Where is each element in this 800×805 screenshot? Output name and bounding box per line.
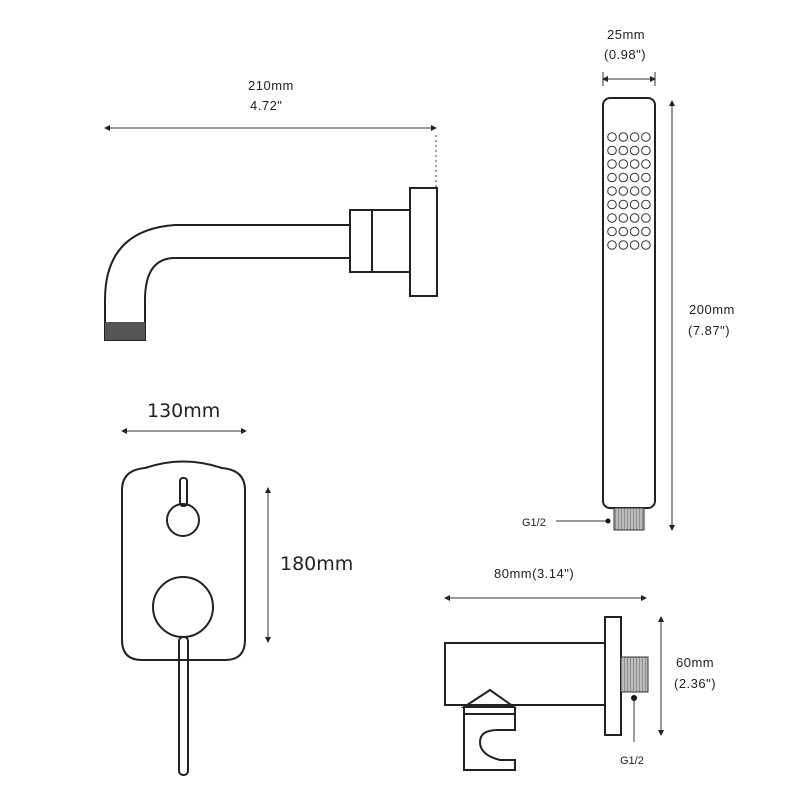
hand-shower-length-mm: 200mm	[689, 302, 735, 317]
wall-outlet-holder-drawing: 80mm(3.14") 60mm (2.36") G1/2	[444, 566, 716, 771]
spray-nozzle	[629, 145, 640, 156]
spout-wall-plate	[409, 187, 438, 297]
spray-nozzle	[607, 172, 617, 183]
spray-nozzle	[607, 226, 617, 237]
hand-shower-width-in: (0.98")	[604, 47, 646, 62]
mixer-valve-drawing: 130mm 180mm	[121, 400, 353, 776]
spray-nozzle	[607, 213, 617, 223]
spout-width-mm: 210mm	[248, 78, 294, 93]
spray-nozzle	[607, 145, 617, 156]
hand-shower-thread-label: G1/2	[522, 517, 546, 529]
hand-shower-length-in: (7.87")	[688, 323, 730, 338]
spout-aerator	[105, 322, 145, 340]
holder-width-label: 80mm(3.14")	[494, 566, 574, 581]
spray-nozzle	[641, 186, 651, 196]
valve-height-label: 180mm	[280, 553, 353, 575]
spray-nozzle	[607, 186, 617, 196]
spray-nozzle	[629, 213, 640, 223]
spray-nozzle	[618, 186, 629, 196]
diverter-knob	[166, 503, 200, 537]
spray-nozzle	[618, 172, 629, 183]
spray-nozzle	[629, 199, 640, 210]
spray-nozzle	[629, 186, 640, 196]
holder-hook	[463, 707, 516, 771]
spout-pipe	[104, 224, 350, 341]
spray-nozzle	[641, 145, 651, 156]
spout-drawing: 210mm 4.72"	[104, 78, 438, 341]
mixer-handle-base	[152, 576, 214, 638]
hand-shower-connector	[613, 507, 645, 531]
spray-nozzle	[618, 159, 629, 169]
spray-nozzle	[607, 132, 617, 142]
holder-wall-plate	[604, 616, 622, 736]
diverter-stem	[179, 477, 188, 507]
spray-nozzle	[629, 226, 640, 237]
spray-nozzle	[629, 159, 640, 169]
holder-cradle-top	[460, 688, 518, 708]
spray-nozzle	[641, 199, 651, 210]
valve-width-label: 130mm	[147, 400, 220, 422]
spray-nozzle	[641, 226, 651, 237]
spray-nozzle	[641, 132, 651, 142]
spray-nozzle	[618, 226, 629, 237]
spray-nozzle	[629, 172, 640, 183]
spray-nozzle	[629, 240, 640, 250]
spray-nozzle	[607, 159, 617, 169]
spray-nozzle	[618, 213, 629, 223]
spray-nozzle	[618, 145, 629, 156]
holder-threaded-outlet	[620, 656, 649, 693]
spray-nozzles	[607, 132, 651, 250]
holder-height-in: (2.36")	[674, 676, 716, 691]
hand-shower-drawing: 25mm (0.98") 200mm (7.87") G1/2	[522, 27, 735, 531]
holder-height-mm: 60mm	[676, 655, 714, 670]
holder-thread-label: G1/2	[620, 755, 644, 767]
spray-nozzle	[641, 159, 651, 169]
spray-nozzle	[641, 240, 651, 250]
holder-body	[444, 642, 606, 706]
spray-nozzle	[618, 199, 629, 210]
spray-nozzle	[618, 240, 629, 250]
spray-nozzle	[618, 132, 629, 142]
spray-nozzle	[641, 213, 651, 223]
spout-width-in: 4.72"	[250, 98, 282, 113]
spray-nozzle	[641, 172, 651, 183]
hand-shower-width-mm: 25mm	[607, 27, 645, 42]
spout-nut	[349, 209, 411, 273]
mixer-lever	[178, 636, 189, 776]
valve-plate	[121, 460, 246, 661]
spray-nozzle	[607, 240, 617, 250]
spray-nozzle	[607, 199, 617, 210]
spray-nozzle	[629, 132, 640, 142]
